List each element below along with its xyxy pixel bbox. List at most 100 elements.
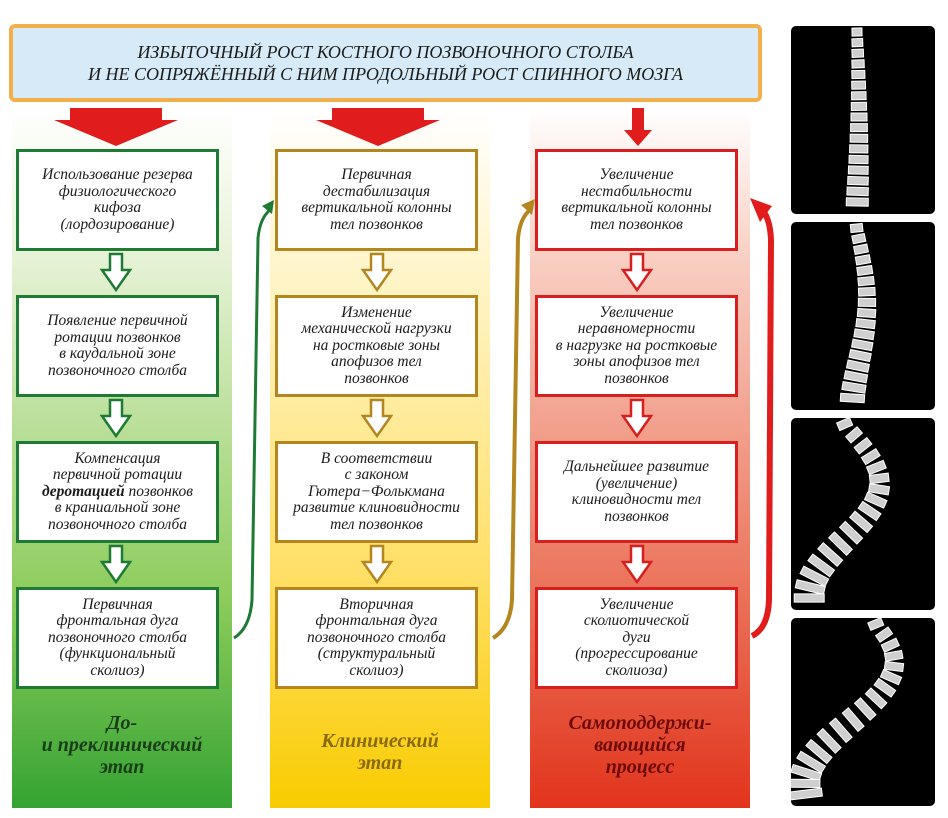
text-line: развитие клиновидности: [293, 499, 460, 517]
stage-line: До-: [106, 712, 138, 734]
vertebra: [848, 348, 872, 363]
text-line: позвоночного столба: [47, 515, 188, 533]
header-banner: ИЗБЫТОЧНЫЙ РОСТ КОСТНОГО ПОЗВОНОЧНОГО СТ…: [9, 24, 762, 102]
text-line: на ростковые зоны: [312, 336, 441, 354]
spine-severe-curve-icon: [791, 618, 905, 801]
vertebra: [880, 637, 900, 653]
vertebra: [791, 787, 823, 801]
vertebra: [863, 491, 888, 509]
spine-image-straight: [791, 26, 935, 214]
text-line: в краниальной зоне: [54, 499, 181, 517]
vertebra: [865, 459, 887, 476]
connector-red-feedback: [750, 203, 775, 639]
vertebra: [857, 500, 882, 522]
red-down-arrows: [620, 252, 654, 585]
vertebra: [857, 286, 876, 297]
vertebra: [839, 392, 866, 404]
stage-line: процесс: [605, 756, 675, 778]
vertebra: [851, 48, 865, 58]
vertebra: [852, 243, 869, 256]
vertebra: [799, 565, 830, 587]
header-line-2: И НЕ СОПРЯЖЁННЫЙ С НИМ ПРОДОЛЬНЫЙ РОСТ С…: [88, 64, 683, 84]
box-primary-rotation: Появление первичной ротации позвонков в …: [16, 295, 219, 397]
green-down-arrows: [99, 252, 133, 585]
stage-line: и преклинический: [41, 734, 203, 756]
vertebra: [827, 531, 854, 557]
vertebra: [851, 80, 867, 90]
vertebra: [857, 275, 875, 287]
header-line-1: ИЗБЫТОЧНЫЙ РОСТ КОСТНОГО ПОЗВОНОЧНОГО СТ…: [137, 42, 634, 62]
vertebra: [857, 297, 877, 307]
text-line: (лордозирование): [60, 215, 175, 233]
vertebra: [853, 436, 873, 455]
text-line: (прогрессирование: [575, 645, 698, 663]
text-line: Вторичная: [339, 595, 414, 613]
text-line: нестабильности: [581, 182, 692, 200]
vertebra: [853, 697, 877, 721]
text-line: (функциональный: [59, 645, 176, 663]
text-line: Использование резерва: [42, 166, 193, 183]
header-arrow-green-col: [54, 108, 178, 146]
box-secondary-frontal-arc: Вторичная фронтальная дуга позвоночного …: [275, 587, 478, 689]
vertebra: [849, 144, 869, 154]
text-line: позвонков: [344, 369, 409, 387]
text-line: тел позвонков: [590, 215, 683, 233]
vertebra: [794, 579, 826, 596]
text-line: Дальнейшее развитие: [564, 458, 709, 475]
box-scoliotic-arc-increase: Увеличение сколиотической дуги (прогресс…: [535, 587, 738, 689]
vertebra: [828, 717, 853, 744]
text-line: фронтальная дуга: [56, 612, 179, 630]
vertebra: [850, 101, 868, 111]
text-line: Увеличение: [599, 166, 674, 183]
spine-image-moderate: [791, 418, 935, 610]
stage-line: Самоподдержи-: [568, 712, 712, 734]
text-line: Первичная: [82, 595, 153, 613]
vertebra: [793, 593, 825, 603]
vertebra: [791, 778, 821, 788]
text-line: позвонков: [604, 369, 669, 387]
vertebra: [791, 763, 823, 782]
text-line: тел позвонков: [330, 515, 423, 533]
text-line: зоны апофизов тел: [573, 353, 700, 371]
stage-label-preclinical: До- и преклинический этап: [12, 712, 232, 778]
connector-green-to-yellow: [233, 208, 271, 640]
header-arrow-red-col: [624, 108, 652, 146]
text-line: фронтальная дуга: [315, 612, 438, 630]
vertebra: [850, 91, 867, 101]
text-line: Первичная: [341, 166, 412, 183]
text-line: сколиоз): [90, 661, 145, 679]
stage-label-self-sustaining: Самоподдержи- вающийся процесс: [530, 712, 750, 778]
text-line: сколиоз): [349, 661, 404, 679]
text-line: с законом: [344, 466, 409, 484]
vertebra: [868, 472, 890, 485]
vertebra: [796, 750, 827, 774]
box-instability-increase: Увеличение нестабильности вертикальной к…: [535, 149, 738, 251]
vertebra: [817, 542, 844, 567]
box-primary-destabilization: Первичная дестабилизация вертикальной ко…: [275, 149, 478, 251]
spine-mild-curve-icon: [839, 222, 877, 404]
spine-moderate-curve-icon: [793, 418, 891, 603]
text-line: Увеличение: [599, 595, 674, 613]
vertebra: [805, 738, 833, 765]
box-derotation-compensation: Компенсация первичной ротации деротацией…: [16, 441, 219, 543]
box-hueter-volkmann: В соответствии с законом Гютера−Фолькман…: [275, 441, 478, 543]
stage-line: этап: [357, 752, 403, 774]
stage-line: этап: [99, 756, 145, 778]
vertebra: [867, 618, 885, 632]
vertebra: [883, 649, 904, 662]
vertebra: [864, 687, 888, 710]
text-line: кифоза: [93, 199, 142, 216]
vertebra: [849, 510, 874, 534]
text-line: (структуральный: [317, 645, 436, 663]
text-line: в каудальной зоне: [59, 345, 176, 362]
text-line: в нагрузке на ростковые: [555, 336, 718, 354]
text-line: В соответствии: [320, 449, 433, 467]
text-line: вертикальной колонны: [561, 199, 712, 216]
vertebra: [856, 264, 874, 277]
vertebra: [850, 123, 868, 133]
box-reserve-kyphosis: Использование резерва физиологического к…: [16, 149, 219, 251]
text-line: физиологического: [58, 182, 177, 200]
vertebra: [873, 677, 897, 698]
vertebra: [851, 37, 864, 48]
stage-line: вающийся: [594, 734, 686, 756]
